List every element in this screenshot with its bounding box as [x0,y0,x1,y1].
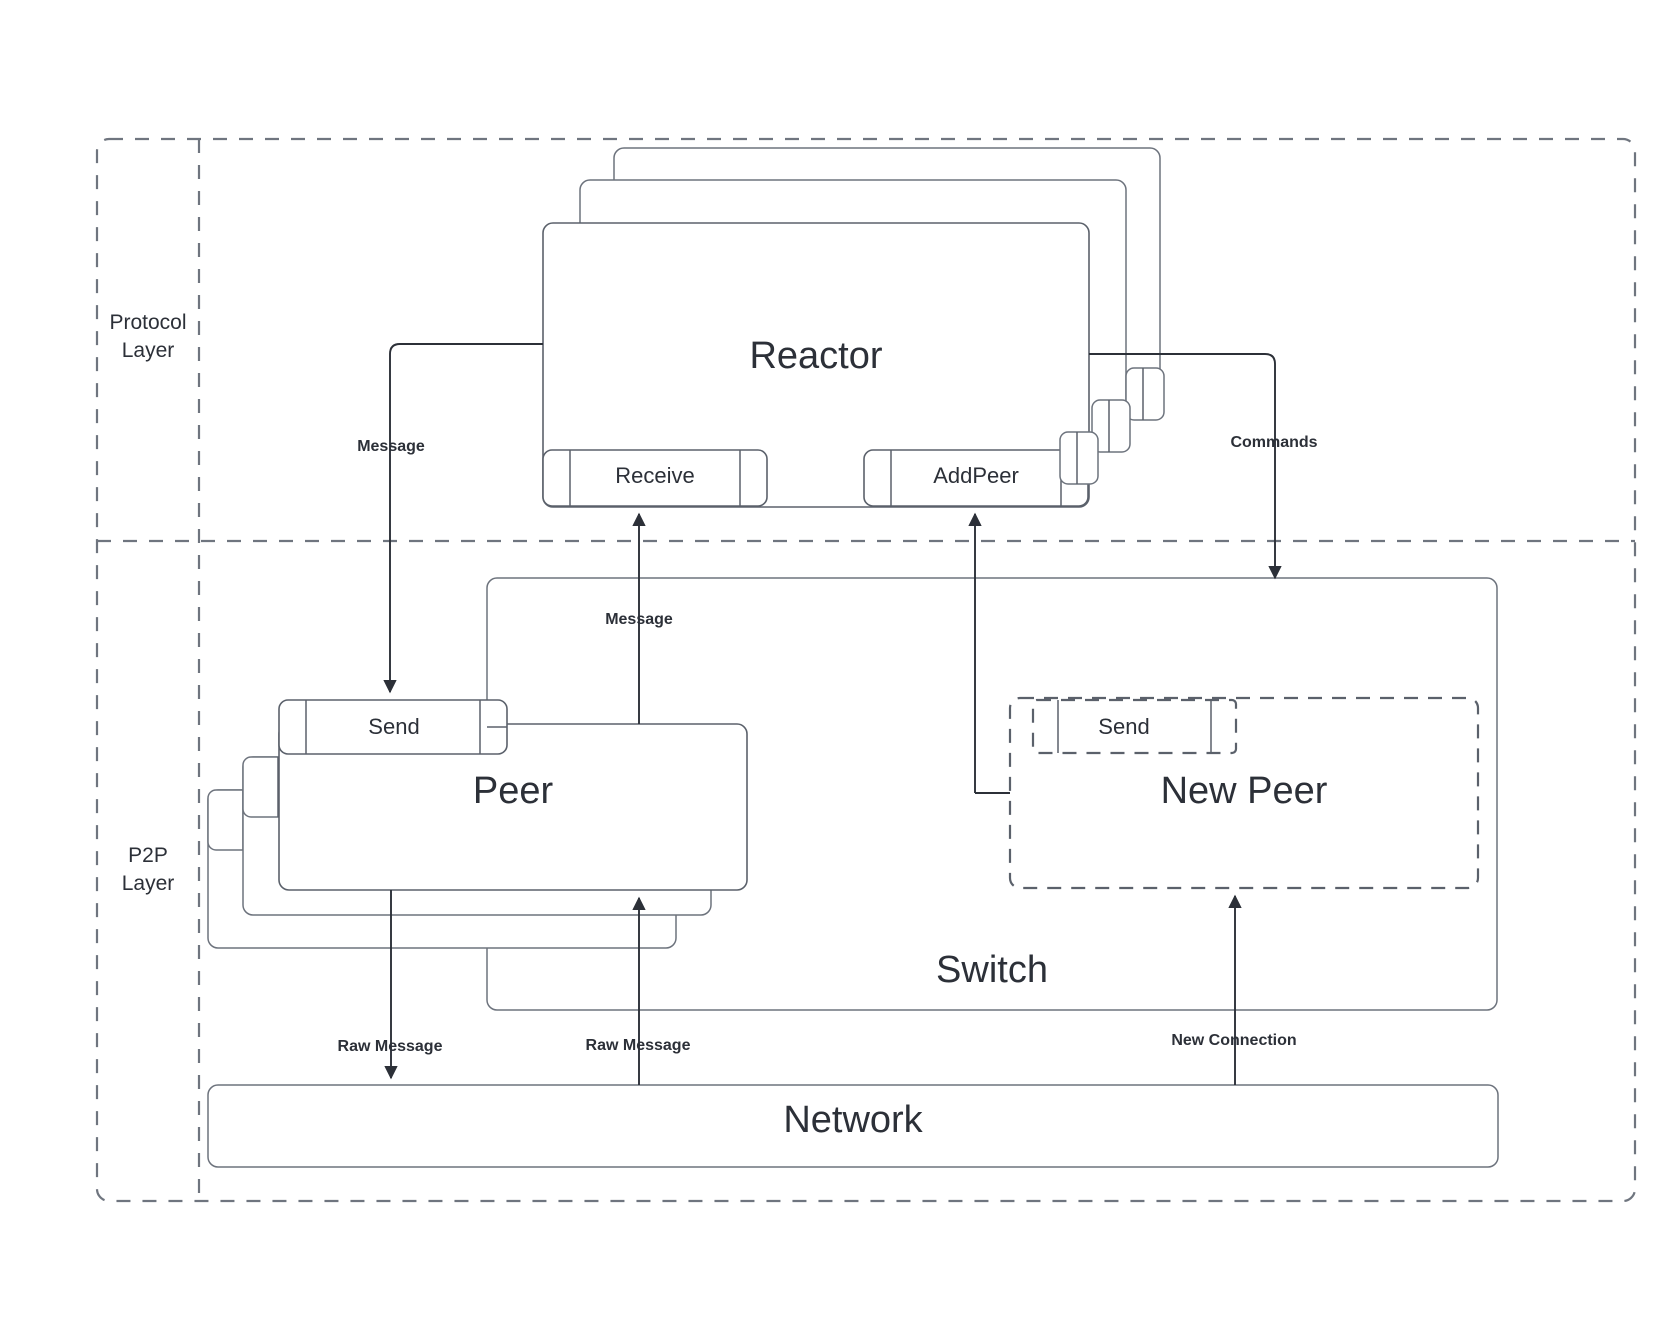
reactor-node[interactable]: Reactor [542,222,1090,508]
edge-raw-message-out: Raw Message [338,890,443,1080]
layer-label-protocol: Protocol Layer [109,311,186,362]
layer-frame [95,137,1637,1203]
edge-label-raw-message-out: Raw Message [338,1038,443,1055]
edge-label-message-up: Message [605,611,673,628]
peer-port-send-label: Send [368,714,419,739]
switch-label: Switch [936,949,1048,991]
layer-label-p2p-line2: Layer [122,872,175,895]
network-label: Network [783,1099,923,1141]
edge-message-reactor-to-peer: Message [357,343,543,694]
edge-label-message-down: Message [357,438,425,455]
reactor-port-addpeer-label: AddPeer [933,463,1019,488]
reactor-port-receive[interactable]: Receive [542,449,768,507]
edge-addpeer [968,512,1010,794]
edge-label-commands: Commands [1230,434,1317,451]
network-node[interactable]: Network [207,1084,1499,1168]
reactor-label: Reactor [749,335,882,377]
reactor-port-receive-label: Receive [615,463,694,488]
edge-new-connection: New Connection [1171,894,1297,1085]
edge-message-peer-to-reactor: Message [605,512,673,724]
reactor-port-addpeer[interactable]: AddPeer [863,449,1089,507]
switch-node[interactable]: Switch [486,577,1498,1011]
peer-node[interactable]: Peer [278,723,748,891]
reactor-port-right-stub [1059,431,1099,485]
new-peer-label: New Peer [1161,770,1328,812]
new-peer-port-send[interactable]: Send [1031,698,1238,755]
layer-label-p2p: P2P Layer [122,844,175,895]
edge-label-raw-message-in: Raw Message [586,1037,691,1054]
layer-label-p2p-line1: P2P [128,844,168,867]
layer-label-protocol-line2: Layer [122,339,175,362]
edge-commands: Commands [1089,353,1318,580]
peer-port-send[interactable]: Send [278,699,508,755]
edge-raw-message-in: Raw Message [586,896,691,1085]
edge-label-new-connection: New Connection [1171,1032,1296,1049]
layer-label-protocol-line1: Protocol [109,311,186,334]
new-peer-port-send-label: Send [1098,714,1149,739]
peer-label: Peer [473,770,554,812]
